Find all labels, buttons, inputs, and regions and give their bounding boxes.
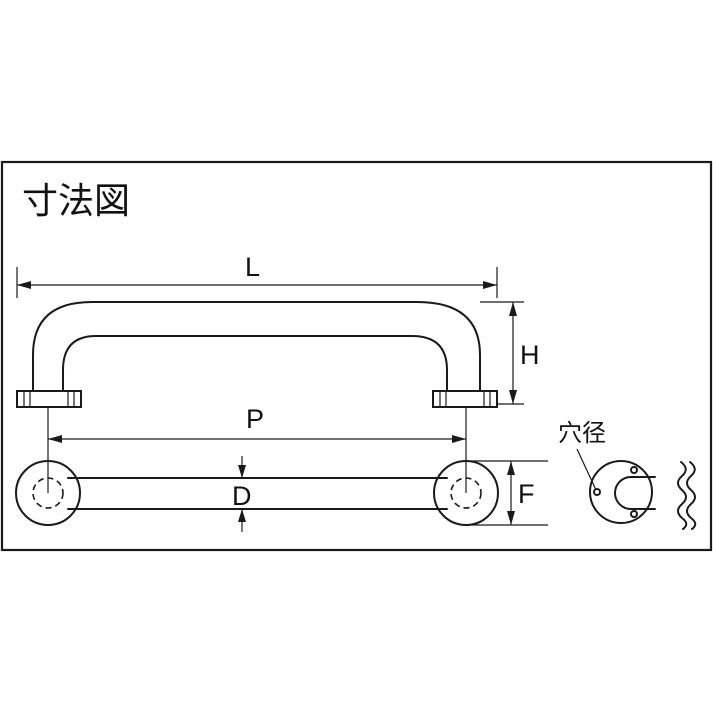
dimension-l: L — [16, 252, 498, 298]
hole-flange-circle — [589, 460, 653, 524]
hole-diameter-label: 穴径 — [558, 419, 606, 447]
arrowhead — [483, 281, 497, 289]
drawing-frame — [0, 160, 713, 552]
bar-stub — [614, 476, 656, 510]
dimension-p: P — [48, 404, 466, 443]
right-flange — [432, 390, 498, 408]
break-line — [686, 461, 697, 530]
drawing-title: 寸法図 — [22, 181, 130, 222]
mounting-hole — [593, 488, 601, 496]
dimension-d: D — [232, 456, 252, 532]
hole-detail: 穴径 — [558, 419, 697, 530]
label-f: F — [518, 479, 535, 509]
left-flange — [16, 390, 82, 408]
side-view — [16, 301, 498, 408]
left-hidden-post — [32, 477, 64, 509]
arrowhead — [507, 461, 515, 475]
bar-outer-contour — [32, 301, 481, 392]
dimension-h: H — [480, 301, 540, 405]
arrowhead — [48, 435, 62, 443]
label-p: P — [246, 404, 264, 434]
top-view — [15, 460, 499, 526]
arrowhead — [507, 511, 515, 525]
arrowhead — [509, 302, 517, 316]
arrowhead — [17, 281, 31, 289]
bar-inner-contour — [62, 335, 448, 392]
arrowhead — [509, 390, 517, 404]
arrowhead — [238, 465, 246, 478]
label-d: D — [232, 481, 252, 511]
mounting-hole — [630, 466, 638, 474]
dimension-f: F — [466, 460, 548, 526]
left-base-circle — [15, 460, 81, 526]
arrowhead — [452, 435, 466, 443]
right-hidden-post — [450, 477, 482, 509]
label-h: H — [520, 340, 540, 370]
leader-line — [576, 448, 597, 491]
mounting-hole — [630, 510, 638, 518]
arrowhead — [238, 509, 246, 522]
break-line — [677, 461, 688, 530]
label-l: L — [245, 252, 260, 282]
